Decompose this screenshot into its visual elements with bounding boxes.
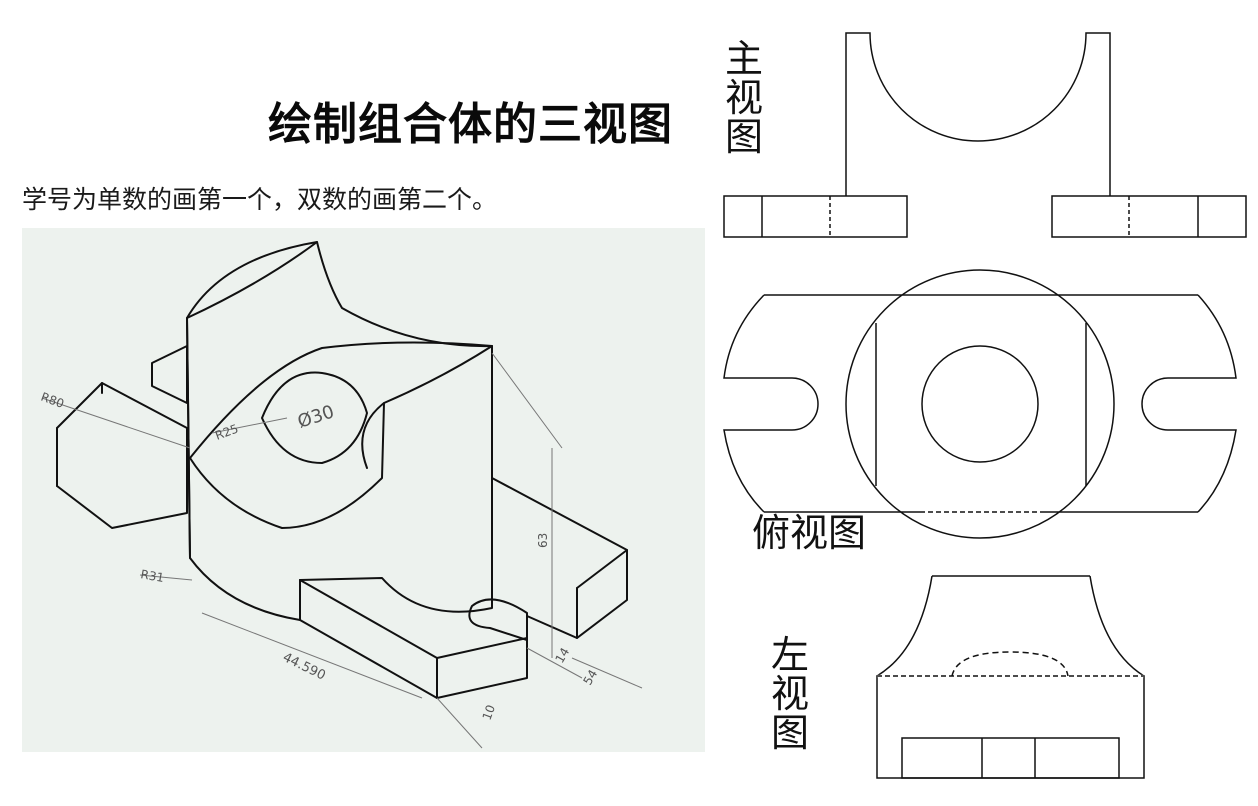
- side-view-label: 左视图: [770, 633, 809, 755]
- dim-length: 44.590: [280, 650, 327, 683]
- right-flange: [491, 477, 628, 639]
- front-view-label: 主视图: [724, 37, 763, 159]
- dim-r80: R80: [39, 390, 66, 411]
- front-view: [723, 32, 1247, 238]
- hole-ellipse: [261, 371, 368, 464]
- isometric-svg: R80 R25 Ø30 R31 44.590 63 14 54 10: [39, 241, 643, 749]
- instruction-text: 学号为单数的画第一个，双数的画第二个。: [22, 185, 498, 214]
- orthographic-views: [712, 0, 1258, 806]
- side-view: [876, 575, 1145, 779]
- dim-10: 10: [480, 703, 498, 722]
- dim-54: 54: [580, 667, 600, 687]
- dim-d30: Ø30: [295, 401, 337, 432]
- isometric-drawing: R80 R25 Ø30 R31 44.590 63 14 54 10: [22, 228, 705, 752]
- top-view-label: 俯视图: [752, 511, 867, 555]
- top-view: [723, 269, 1237, 539]
- views-svg: [723, 32, 1247, 779]
- dim-r31: R31: [139, 567, 165, 585]
- dim-14: 14: [552, 645, 572, 665]
- page-title: 绘制组合体的三视图: [268, 99, 673, 150]
- left-flange-top: [56, 382, 188, 529]
- back-tab: [151, 345, 188, 404]
- dim-height: 63: [536, 533, 550, 548]
